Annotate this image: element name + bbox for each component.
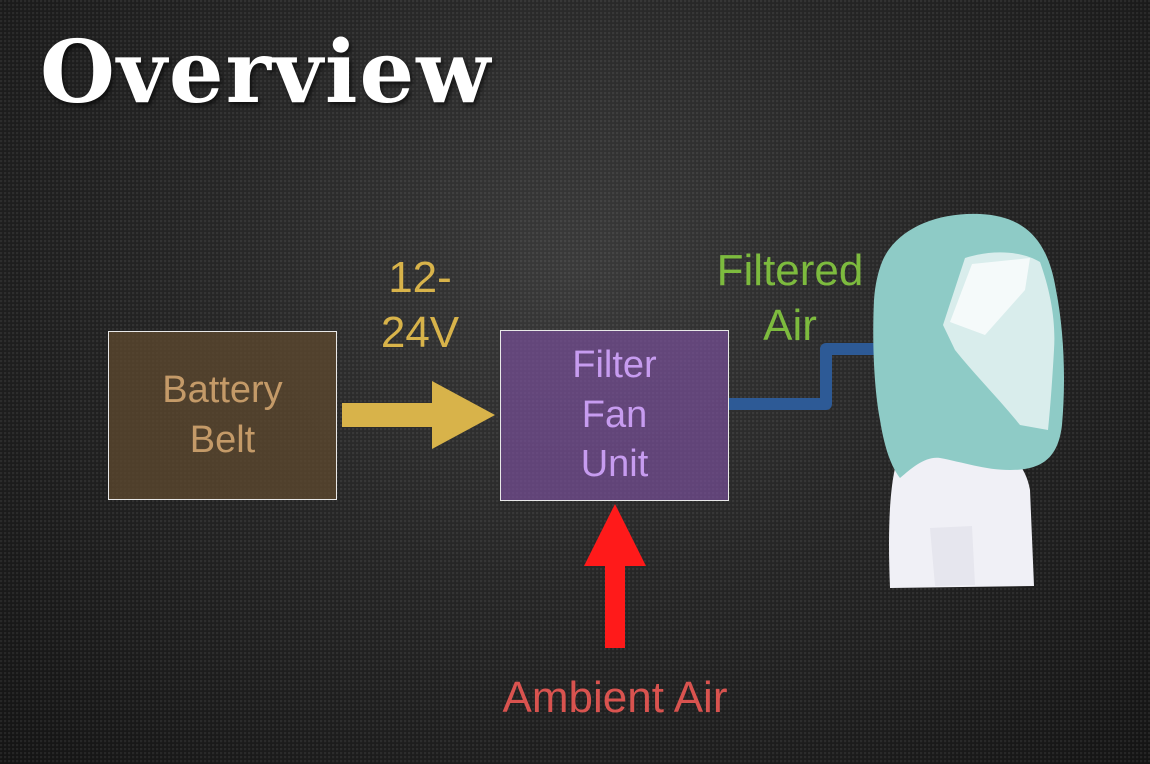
voltage-label: 12- 24V <box>355 250 485 360</box>
filter-box-line2: Fan <box>581 393 648 436</box>
battery-box-line2: Belt <box>189 418 256 461</box>
ambient-air-label: Ambient Air <box>502 673 728 722</box>
voltage-label-line2: 24V <box>380 308 460 357</box>
power-arrow <box>342 381 495 449</box>
ambient-air-arrow <box>584 504 646 648</box>
filtered-air-line2: Air <box>763 301 817 350</box>
voltage-label-line1: 12- <box>388 253 452 302</box>
shirt-pocket <box>930 526 975 586</box>
filter-box-line1: Filter <box>572 344 657 387</box>
air-hose <box>729 343 876 410</box>
person-hood-illustration <box>873 213 1064 588</box>
battery-box-line1: Battery <box>162 369 283 412</box>
filtered-air-label: Filtered Air <box>700 243 880 353</box>
filter-box-line3: Unit <box>580 443 649 486</box>
filter-fan-unit-box: Filter Fan Unit <box>500 330 729 501</box>
person-body <box>889 438 1034 588</box>
face-shield-highlight <box>950 258 1030 335</box>
slide-title: Overview <box>40 22 493 123</box>
battery-belt-box: Battery Belt <box>108 331 337 500</box>
filtered-air-line1: Filtered <box>716 246 864 295</box>
